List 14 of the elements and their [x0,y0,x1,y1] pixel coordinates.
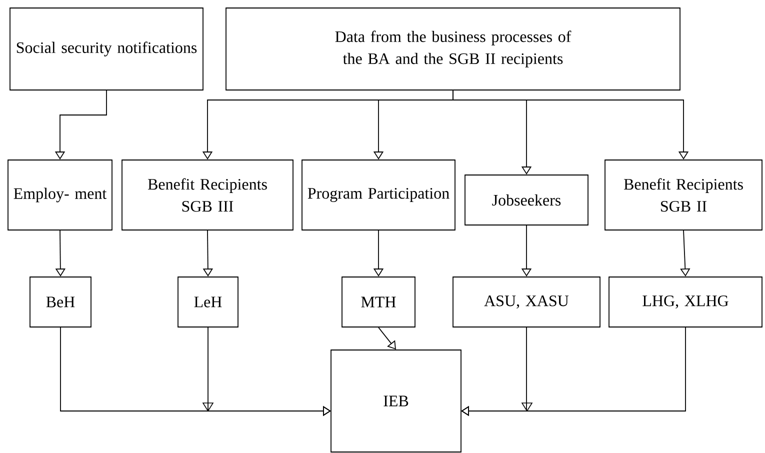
target-box: IEB [330,350,462,452]
category-box: Benefit Recipients SGB II [604,160,762,230]
dataset-box: BeH [30,276,92,328]
dataset-box: LeH [178,276,238,328]
dataset-box: MTH [342,276,416,328]
category-box: Jobseekers [464,174,588,226]
category-box: Benefit Recipients SGB III [122,160,294,230]
category-box: Employ- ment [8,160,112,230]
source-box: Data from the business processes of the BA and the SGB II recipients [226,8,680,90]
arrow [461,327,686,416]
dataset-box: ASU, XASU [452,276,600,328]
dataset-box: LHG, XLHG [608,276,762,328]
category-box: Program Participation [302,160,456,230]
source-box: Social security notifications [10,8,204,90]
